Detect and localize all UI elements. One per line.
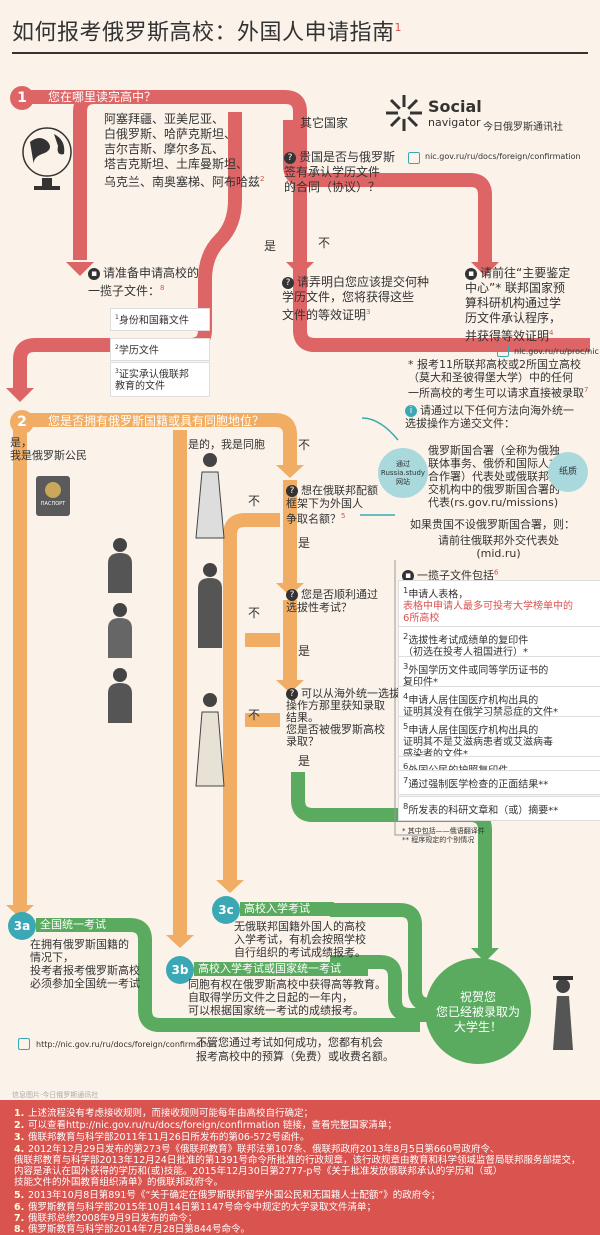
person-icon xyxy=(108,668,132,723)
russia-study-site[interactable]: 通过 Russia.study 网站 xyxy=(378,448,428,498)
footnote-3: 3.俄联邦教育与科学部2011年11月26日所发布的第06-572号函件。 xyxy=(14,1132,310,1143)
clarify-docs: ?请弄明白您应该提交何种 学历文件，您将获得这些 文件的等效证明3 xyxy=(282,275,430,322)
abroad-question: ?可以从海外统一选拔 操作方那里获知录取 结果。 您是否被俄罗斯高校 录取？ xyxy=(286,687,400,748)
bottom-link[interactable]: http://nic.gov.ru/ru/docs/foreign/confir… xyxy=(36,1040,217,1049)
credit-line: 信息图片·今日俄罗斯通讯社 xyxy=(12,1091,99,1099)
step1-number: 1 xyxy=(10,86,34,110)
goto-center: ▪请前往“主要鉴定 中心”* 联邦国家预 算科研机构通过学 历文件承认程序， 并… xyxy=(465,266,571,343)
step3c-title: 高校入学考试 xyxy=(240,902,334,916)
proc-link[interactable]: nic.gov.ru/ru/proc/nic xyxy=(514,347,599,356)
package-title: ▪一揽子文件包括6 xyxy=(402,567,498,583)
globe-icon xyxy=(22,127,72,190)
other-countries-label: 其它国家 xyxy=(300,116,349,130)
package-note-1: * 其中包括——俄语翻译件 xyxy=(402,827,485,835)
yes-label-5: 是 xyxy=(298,754,311,768)
package-item-1: 1申请人表格，表格中申请人最多可投考大学榜单中的 6所高校 xyxy=(398,580,600,630)
title-divider xyxy=(12,52,588,54)
prepare-package: ▪请准备申请高校的 一揽子文件：8 xyxy=(88,266,200,298)
person-icon xyxy=(108,538,132,593)
yes-label-1: 是 xyxy=(264,239,277,253)
computer-icon xyxy=(18,1038,30,1050)
no-label-2: 不 xyxy=(298,438,311,452)
step2-number: 2 xyxy=(10,410,34,434)
page-title: 如何报考俄罗斯高校：外国人申请指南1 xyxy=(12,20,403,46)
question-icon: ? xyxy=(286,688,298,700)
person-icon xyxy=(198,563,222,648)
graduate-icon xyxy=(553,976,573,1050)
confirm-link[interactable]: nic.gov.ru/ru/docs/foreign/confirmation xyxy=(425,152,581,161)
social-navigator-logo xyxy=(384,93,424,137)
question-icon: ? xyxy=(282,276,294,289)
no-label-1: 不 xyxy=(318,236,331,250)
person-icon xyxy=(195,693,225,787)
building-icon: ▪ xyxy=(465,267,477,280)
budget-note: 不管您通过考试如何成功，您都有机会 报考高校中的预算（免费）或收费名额。 xyxy=(196,1036,394,1063)
yes-label-3: 是 xyxy=(298,536,311,550)
info-icon: i xyxy=(405,405,417,417)
step3a-title: 全国统一考试 xyxy=(36,918,130,932)
step2-question: 您是否拥有俄罗斯国籍或具有同胞地位？ xyxy=(48,414,265,428)
step3c-number: 3c xyxy=(212,896,240,924)
step3a-text: 在拥有俄罗斯国籍的 情况下， 投考者报考俄罗斯高校 必须参加全国统一考试 xyxy=(30,938,140,990)
folder-icon: ▪ xyxy=(402,570,414,582)
person-icon xyxy=(195,453,225,539)
step3b-text: 同胞有权在俄罗斯高校中获得高等教育。 自取得学历文件之日起的一年内， 可以根据国… xyxy=(188,978,386,1017)
footnotes-panel: 1.上述流程没有考虑接收规则，而接收规则可能每年由高校自行确定； 2.可以查看h… xyxy=(0,1100,600,1235)
no-label-3: 不 xyxy=(248,494,261,508)
computer-icon xyxy=(408,152,420,164)
package-item-7: 7通过强制医学检查的正面结果** xyxy=(398,770,600,796)
computer-icon xyxy=(497,345,509,357)
agency-desc: 俄罗斯国合署（全称为俄独 联体事务、俄侨和国际人文 合作署）代表处或俄联邦外 交… xyxy=(428,444,560,509)
briefcase-icon: ▪ xyxy=(88,267,100,280)
package-item-8: 8所发表的科研文章和（或）摘要** xyxy=(398,796,600,822)
logo-text-1: Social xyxy=(428,97,482,116)
footnote-4: 4.2012年12月29日发布的第273号《俄联邦教育》联邦法第107条、俄联邦… xyxy=(14,1144,581,1188)
cis-countries: 阿塞拜疆、亚美尼亚、 白俄罗斯、哈萨克斯坦、 吉尔吉斯、摩尔多瓦、 塔吉克斯坦、… xyxy=(104,112,265,189)
citizen-yes: 是， 我是俄罗斯公民 xyxy=(10,436,87,462)
flow-paths xyxy=(6,90,597,1032)
question-icon: ? xyxy=(286,589,298,601)
footnote-6: 6.俄罗斯教育与科学部2015年10月14日第1147号命令中规定的大学录取文件… xyxy=(14,1202,377,1213)
congrats-circle xyxy=(425,958,531,1064)
paper-option[interactable]: 纸质 xyxy=(548,452,588,492)
passport-icon: ПАСПОРТ xyxy=(36,476,70,516)
logo-icon xyxy=(386,95,422,131)
footnote-1: 1.上述流程没有考虑接收规则，而接收规则可能每年由高校自行确定； xyxy=(14,1108,314,1119)
compatriot-yes: 是的，我是同胞 xyxy=(188,438,265,451)
person-icon xyxy=(108,603,132,658)
no-agency-note: 如果贵国不设俄罗斯国合署，则： xyxy=(410,518,575,531)
doc-item-1: 1身份和国籍文件 xyxy=(110,308,210,332)
no-label-4: 不 xyxy=(248,606,261,620)
yes-label-4: 是 xyxy=(298,644,311,658)
congrats-text: 祝贺您 您已经被录取为 大学生！ xyxy=(435,990,520,1034)
quota-question: ?想在俄联邦配额 框架下为外国人 争取名额？5 xyxy=(286,484,378,526)
doc-item-3: 3证实承认俄联邦 教育的文件 xyxy=(110,362,210,398)
footnote-2: 2.可以查看http://nic.gov.ru/ru/docs/foreign/… xyxy=(14,1120,397,1131)
embassy-note: 请前往俄联邦外交代表处 (mid.ru) xyxy=(438,534,559,560)
publisher-name: 今日俄罗斯通讯社 xyxy=(483,122,563,133)
step3c-text: 无俄联邦国籍外国人的高校 入学考试，有机会按照学校 自行组织的考试成绩报考。 xyxy=(234,920,366,959)
question-icon: ? xyxy=(286,485,298,497)
logo-text-2: navigator xyxy=(428,116,481,129)
step1-question: 您在哪里读完高中？ xyxy=(48,90,157,104)
package-note-2: ** 程序规定的个别情况 xyxy=(402,836,475,844)
step3b-number: 3b xyxy=(166,956,194,984)
step3b-title: 高校入学考试或国家统一考试 xyxy=(194,962,368,976)
doc-item-2: 2学历文件 xyxy=(110,338,210,362)
direct-admission-note: * 报考11所联邦高校或2所国立高校 （莫大和圣彼得堡大学）中的任何 一所高校的… xyxy=(408,358,589,400)
footnote-5: 5.2013年10月8日第891号《“关于确定在俄罗斯联邦留学外国公民和无国籍人… xyxy=(14,1190,441,1201)
footnote-8: 8.俄罗斯教育与科学部2014年7月28日第844号命令。 xyxy=(14,1224,250,1235)
passed-question: ?您是否顺利通过 选拔性考试？ xyxy=(286,588,378,614)
no-label-5: 不 xyxy=(248,708,261,722)
agreement-question: ?贵国是否与俄罗斯 签有承认学历文件 的合同（协议）？ xyxy=(284,150,396,194)
footnote-7: 7.俄联邦总统2008年9月9日发布的命令； xyxy=(14,1213,198,1224)
step3a-number: 3a xyxy=(8,912,36,940)
question-icon: ? xyxy=(284,151,296,164)
